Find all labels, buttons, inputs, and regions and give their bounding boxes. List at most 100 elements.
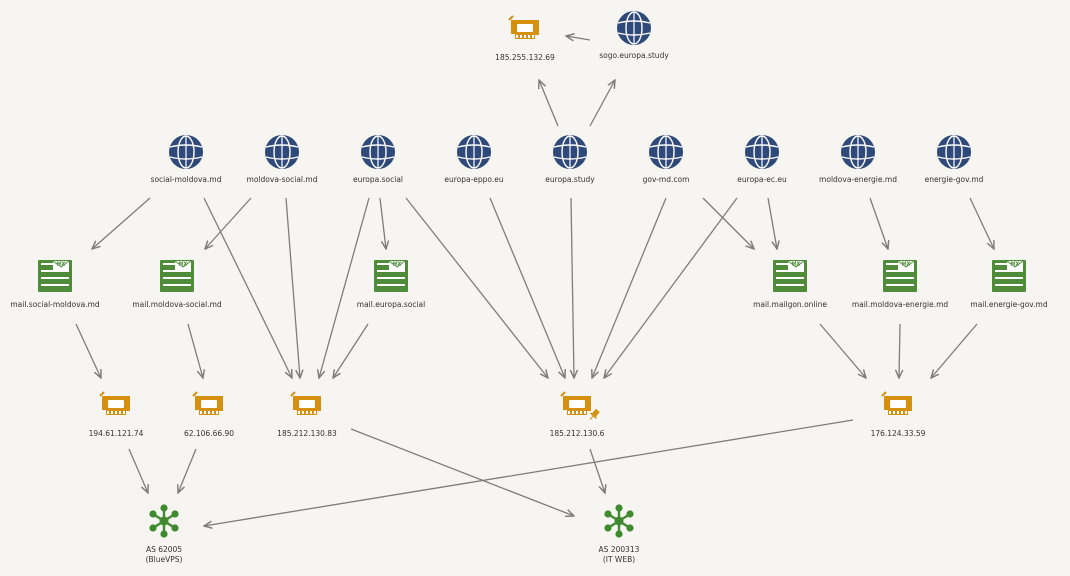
node-mx[interactable]: MX mail.moldova-social.md [132,260,222,309]
edge-m3-ip4 [333,323,369,378]
node-mx[interactable]: MX mail.energie-gov.md [970,260,1048,309]
edge-d5-sogo [589,80,615,127]
svg-text:MX: MX [393,262,402,268]
asn-hub-icon [149,504,179,538]
node-ip[interactable]: 176.124.33.59 [871,391,926,438]
node-label: europa-eppo.eu [444,175,504,184]
edge-d3-m3 [379,197,386,249]
node-domain[interactable]: moldova-social.md [247,135,318,184]
node-mx[interactable]: MX mail.social-moldova.md [10,260,100,309]
node-domain[interactable]: europa-eppo.eu [444,135,504,184]
mx-record-icon: MX [160,260,194,292]
edge-d2-ip4 [285,197,300,378]
edge-m1-ip2 [75,323,101,378]
node-domain[interactable]: sogo.europa.study [599,11,669,60]
node-label: AS 200313 [599,545,640,554]
mx-record-icon: MX [374,260,408,292]
node-label: mail.social-moldova.md [10,300,100,309]
globe-icon [649,135,683,169]
svg-text:MX: MX [792,262,801,268]
network-card-icon [192,391,223,415]
globe-icon [457,135,491,169]
node-domain[interactable]: moldova-energie.md [819,135,897,184]
node-label: mail.moldova-social.md [132,300,222,309]
edge-d2-m2 [205,197,252,249]
node-ip[interactable]: 185.212.130.6 [550,391,605,438]
edge-d8-m5 [869,197,888,249]
node-domain[interactable]: energie-gov.md [925,135,984,184]
node-label: 62.106.66.90 [184,429,234,438]
node-label: mail.moldova-energie.md [852,300,949,309]
edge-d1-ip4 [203,197,292,378]
node-label: europa.study [545,175,595,184]
globe-icon [265,135,299,169]
node-sublabel: (IT WEB) [603,555,635,564]
edge-ip4-as2 [350,428,574,516]
asn-hub-icon [604,504,634,538]
edge-m6-ip6 [931,323,978,378]
node-label: europa-ec.eu [737,175,787,184]
node-label: europa.social [353,175,403,184]
svg-text:MX: MX [57,262,66,268]
node-label: mail.energie-gov.md [970,300,1047,309]
network-card-icon [881,391,912,415]
node-sublabel: (BlueVPS) [146,555,183,564]
edge-d4-ip5 [489,197,565,378]
node-label: moldova-energie.md [819,175,897,184]
node-domain[interactable]: europa-ec.eu [737,135,787,184]
node-mx[interactable]: MX mail.europa.social [357,260,425,309]
node-domain[interactable]: europa.study [545,135,595,184]
globe-icon [745,135,779,169]
nodes-layer: 185.255.132.69 sogo.europa.study social-mo… [10,11,1048,564]
node-label: 176.124.33.59 [871,429,926,438]
node-label: AS 62005 [146,545,182,554]
svg-text:MX: MX [1011,262,1020,268]
edge-ip3-as1 [178,448,197,493]
node-mx[interactable]: MX mail.moldova-energie.md [852,260,949,309]
edge-ip5-as2 [589,448,605,493]
node-asn[interactable]: AS 200313(IT WEB) [599,504,640,564]
network-card-icon [99,391,130,415]
node-label: 185.212.130.6 [550,429,605,438]
node-ip[interactable]: 185.212.130.83 [277,391,337,438]
network-card-icon [290,391,321,415]
node-ip[interactable]: 185.255.132.69 [495,15,555,62]
node-asn[interactable]: AS 62005(BlueVPS) [146,504,183,564]
node-label: sogo.europa.study [599,51,669,60]
network-card-icon [508,15,539,39]
edge-d1-m1 [92,197,151,249]
node-ip[interactable]: 62.106.66.90 [184,391,234,438]
edge-d5-ip1 [539,80,559,127]
node-label: mail.europa.social [357,300,425,309]
pin-icon [589,408,600,420]
edge-d3-ip4 [319,197,370,378]
node-label: social-moldova.md [151,175,222,184]
globe-icon [841,135,875,169]
edge-d7-m4 [767,197,777,249]
node-domain[interactable]: social-moldova.md [151,135,222,184]
node-domain[interactable]: europa.social [353,135,403,184]
edge-d3-ip5 [405,197,548,378]
svg-text:MX: MX [179,262,188,268]
node-label: energie-gov.md [925,175,984,184]
edge-ip2-as1 [128,448,148,493]
globe-icon [361,135,395,169]
globe-icon [937,135,971,169]
globe-icon [553,135,587,169]
mx-record-icon: MX [38,260,72,292]
edges-layer [75,36,994,526]
node-label: 194.61.121.74 [89,429,144,438]
edge-m5-ip6 [899,323,900,378]
edge-m4-ip6 [819,323,866,378]
edge-d9-m6 [969,197,994,249]
edge-d5-ip5 [571,197,574,378]
edge-sogo-ip1 [566,36,591,40]
node-ip[interactable]: 194.61.121.74 [89,391,144,438]
node-domain[interactable]: gov-md.com [643,135,690,184]
mx-record-icon: MX [883,260,917,292]
edge-d7-ip5 [604,197,738,378]
edge-ip6-as1 [204,419,854,526]
edge-d6-ip5 [592,197,667,378]
svg-text:MX: MX [902,262,911,268]
